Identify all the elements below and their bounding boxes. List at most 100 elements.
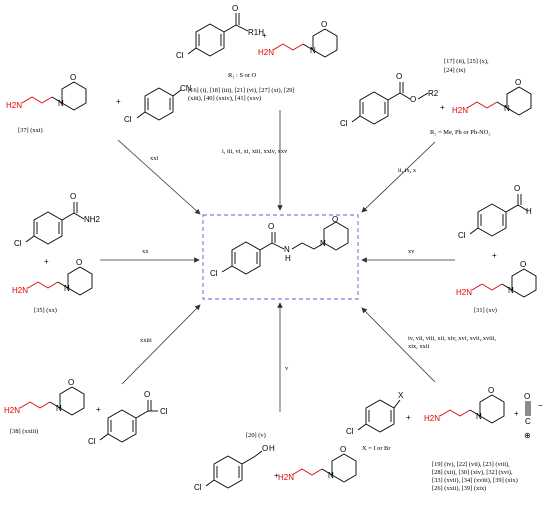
top-right-references-2: [24] (ix) xyxy=(444,67,465,74)
bottom-right-references-4: [26] (xxii), [39] (xix) xyxy=(432,485,486,492)
arrow-bottom-left-label: xxiii xyxy=(140,337,152,344)
atom-o: O xyxy=(410,95,416,104)
atom-h2n: H2N xyxy=(258,48,274,57)
plus-sign: + xyxy=(44,257,49,266)
arrow-bottom-right-label-2: xix, xxii xyxy=(408,343,430,350)
top-references-2: (xiii), [40] (xxiv), [41] (xxv) xyxy=(188,95,261,102)
r1-definition: R₁ : S or O xyxy=(228,72,257,79)
atom-h2n: H2N xyxy=(4,406,20,415)
top-left-references: [37] (xxi) xyxy=(18,127,43,134)
atom-o: O xyxy=(524,392,530,401)
plus-sign: + xyxy=(440,103,445,112)
atom-n: N xyxy=(508,286,514,295)
atom-o: O xyxy=(232,4,238,13)
atom-n: N xyxy=(64,284,70,293)
atom-cl: Cl xyxy=(14,239,22,248)
left-reactants xyxy=(25,202,93,296)
right-references: [31] (xv) xyxy=(474,307,497,314)
atom-h2n: H2N xyxy=(12,286,28,295)
atom-nh2: NH2 xyxy=(84,215,101,224)
atom-o: O xyxy=(70,192,76,201)
charge-minus: − xyxy=(538,401,543,410)
atom-cl: Cl xyxy=(160,407,168,416)
atom-cl: Cl xyxy=(340,119,348,128)
atom-n: N xyxy=(284,245,290,254)
arrow-left-label: xx xyxy=(142,248,149,255)
atom-h2n: H2N xyxy=(278,473,294,482)
atom-h2n: H2N xyxy=(456,288,472,297)
product-molecule xyxy=(221,221,349,275)
plus-sign: + xyxy=(96,405,101,414)
product-box xyxy=(202,214,359,300)
top-right-reactants xyxy=(351,82,532,125)
bottom-reactants xyxy=(205,450,357,489)
arrow-top-label: i, iii, vi, xi, xiii, xxiv, xxv xyxy=(222,148,288,155)
atom-r2: R2 xyxy=(428,89,439,98)
arrow-top-left-label: xxi xyxy=(150,155,158,162)
plus-sign: + xyxy=(262,31,267,40)
r2-definition: R₂ = Me, Ph or Ph-NO₂ xyxy=(430,129,491,136)
atom-o: O xyxy=(76,258,82,267)
atom-o: O xyxy=(70,73,76,82)
atom-o: O xyxy=(520,260,526,269)
arrow-right-label: xv xyxy=(408,248,415,255)
bottom-right-references-1: [19] (iv), [22] (vii), [23] (viii), xyxy=(432,461,510,468)
atom-o: O xyxy=(515,78,521,87)
atom-h: H xyxy=(526,207,532,216)
arrow-bottom-label: v xyxy=(285,365,289,372)
bottom-right-reactants xyxy=(357,394,531,433)
atom-h: H xyxy=(269,444,275,453)
atom-o: O xyxy=(321,20,327,29)
atom-n: N xyxy=(476,412,482,421)
atom-h2n: H2N xyxy=(452,106,468,115)
x-definition: X = I or Br xyxy=(362,445,391,452)
bottom-right-references-2: [28] (xii), [30] (xiv), [32] (xvi), xyxy=(432,469,513,476)
atom-o: O xyxy=(268,222,274,231)
plus-sign: + xyxy=(492,251,497,260)
atom-o: O xyxy=(68,378,74,387)
atom-cl: Cl xyxy=(176,51,184,60)
plus-sign: + xyxy=(514,409,519,418)
top-references: [16] (i), [18] (iii), [21] (vi), [27] (x… xyxy=(188,87,294,94)
plus-sign: + xyxy=(274,471,279,480)
arrow-bottom-left xyxy=(121,304,201,385)
left-references: [35] (xx) xyxy=(34,307,57,314)
atom-cl: Cl xyxy=(194,483,202,492)
atom-cl: Cl xyxy=(458,231,466,240)
bottom-references: [20] (v) xyxy=(246,432,266,439)
atom-h2n: H2N xyxy=(6,101,22,110)
top-right-references: [17] (ii), [25] (x), xyxy=(444,58,489,65)
bottom-left-references: [38] (xxiii) xyxy=(10,428,38,435)
atom-h2n: H2N xyxy=(424,414,440,423)
bottom-right-references-3: [33] (xvii), [34] (xviii), [39] (xix) xyxy=(432,477,518,484)
atom-cl: Cl xyxy=(124,115,132,124)
atom-cl: Cl xyxy=(346,427,354,436)
atom-n: N xyxy=(56,404,62,413)
atom-x: X xyxy=(398,391,404,400)
atom-n: N xyxy=(504,104,510,113)
atom-o: O xyxy=(332,215,338,224)
top-left-reactants xyxy=(21,81,182,121)
arrow-top-right-label: ii, ix, x xyxy=(398,167,417,174)
atom-o: O xyxy=(396,72,402,81)
arrow-top-right xyxy=(361,141,436,213)
arrow-top-left xyxy=(117,139,201,215)
atom-c: C xyxy=(525,417,531,426)
arrow-bottom-right-label-1: iv, vii, viii, xii, xiv, xvi, xvii, xvii… xyxy=(408,335,497,342)
atom-o: O xyxy=(340,445,346,454)
atom-n: N xyxy=(58,99,64,108)
atom-cn: CN xyxy=(180,84,192,93)
plus-sign: + xyxy=(406,413,411,422)
top-reactant xyxy=(187,13,338,58)
atom-o: O xyxy=(144,390,150,399)
right-reactants xyxy=(469,194,537,298)
atom-n: N xyxy=(310,46,316,55)
atom-o: O xyxy=(488,386,494,395)
plus-sign: + xyxy=(116,97,121,106)
atom-cl: Cl xyxy=(88,437,96,446)
bottom-left-reactants xyxy=(19,386,158,443)
atom-o: O xyxy=(262,444,268,453)
atom-cl: Cl xyxy=(210,269,218,278)
atom-r1h: R1H xyxy=(248,28,264,37)
